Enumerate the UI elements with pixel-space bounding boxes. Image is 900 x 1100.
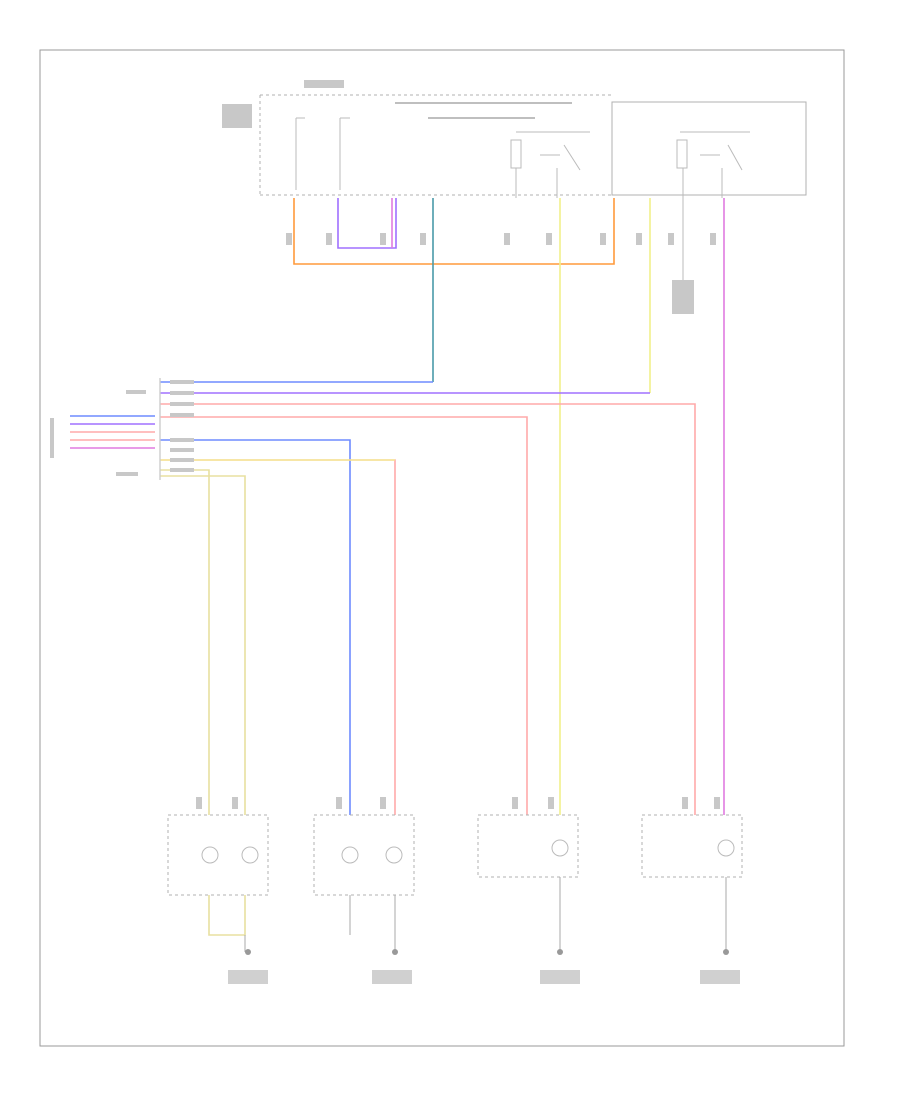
lamp-right-front [313, 797, 415, 984]
wire-label-marks [50, 80, 716, 476]
module-wires [293, 198, 725, 815]
lamp-left-headlamp [641, 797, 743, 984]
power-distribution-module [259, 94, 807, 196]
harness-wires [160, 381, 696, 815]
diagram-frame [39, 49, 845, 1047]
harness-connector [70, 378, 161, 480]
lamp-right-headlamp [477, 797, 580, 984]
left-relay [676, 131, 750, 290]
right-relay [510, 131, 590, 198]
lamp-left-front [167, 797, 269, 984]
